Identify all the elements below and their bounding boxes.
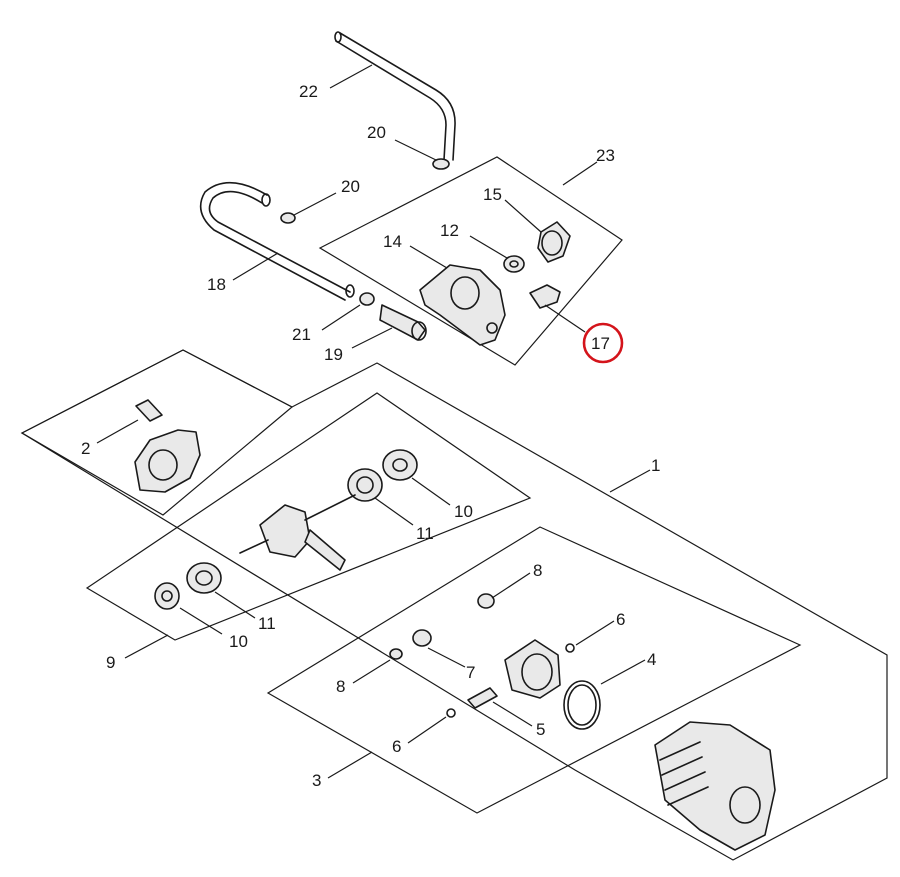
callout-11: 11 (416, 524, 434, 543)
fuel-tube-22 (334, 31, 456, 161)
callout-6: 6 (616, 610, 625, 629)
part-4-piston-ring (563, 680, 601, 730)
hose-clamp-20-mid (280, 212, 296, 224)
callout-14: 14 (383, 232, 402, 251)
part-17-bolt (529, 284, 561, 309)
fuel-tube-18 (199, 181, 355, 301)
callout-2: 2 (81, 439, 90, 458)
part-8-bearing-left (389, 648, 403, 660)
callout-8: 8 (336, 677, 345, 696)
part-piston (504, 639, 561, 699)
callout-17: 17 (591, 334, 610, 353)
part-2-bolt (135, 399, 163, 422)
callout-10: 10 (454, 502, 473, 521)
callout-23: 23 (596, 146, 615, 165)
hose-clamp-20-top (432, 158, 450, 170)
callout-10: 10 (229, 632, 248, 651)
part-5-piston-pin (467, 687, 498, 709)
part-6-circlip-top (565, 643, 575, 653)
callout-3: 3 (312, 771, 321, 790)
part-19-filter (379, 304, 427, 341)
callout-1: 1 (651, 456, 660, 475)
callout-9: 9 (106, 653, 115, 672)
callout-6: 6 (392, 737, 401, 756)
callout-4: 4 (647, 650, 656, 669)
callout-20: 20 (367, 123, 386, 142)
callout-15: 15 (483, 185, 502, 204)
callout-5: 5 (536, 720, 545, 739)
callout-22: 22 (299, 82, 318, 101)
callout-8: 8 (533, 561, 542, 580)
part-12-washer (503, 255, 525, 273)
callout-11: 11 (258, 614, 276, 633)
group-2-outline (20, 349, 294, 516)
part-21-fitting (359, 292, 375, 306)
part-cylinder (654, 721, 776, 851)
group-23-outline (318, 156, 623, 366)
callout-20: 20 (341, 177, 360, 196)
part-2-crankcase-half (134, 429, 201, 493)
part-10-seal-lower (154, 582, 180, 610)
part-7-needle-bearing (412, 629, 432, 647)
part-11-bearing-lower (186, 562, 222, 594)
leader-lines (96, 64, 651, 779)
part-15-bearing (537, 221, 571, 263)
callout-21: 21 (292, 325, 311, 344)
part-14-housing (419, 264, 506, 346)
highlight-ring (582, 322, 624, 364)
callout-12: 12 (440, 221, 459, 240)
group-9-outline (85, 392, 532, 641)
group-3-outline (266, 526, 802, 814)
part-crankshaft (239, 494, 356, 571)
part-8-bearing-top (477, 593, 495, 609)
callout-18: 18 (207, 275, 226, 294)
callout-19: 19 (324, 345, 343, 364)
part-10-seal-upper (382, 449, 418, 481)
part-6-circlip-left (446, 708, 456, 718)
callout-7: 7 (466, 663, 475, 682)
part-11-bearing-upper (347, 468, 383, 502)
